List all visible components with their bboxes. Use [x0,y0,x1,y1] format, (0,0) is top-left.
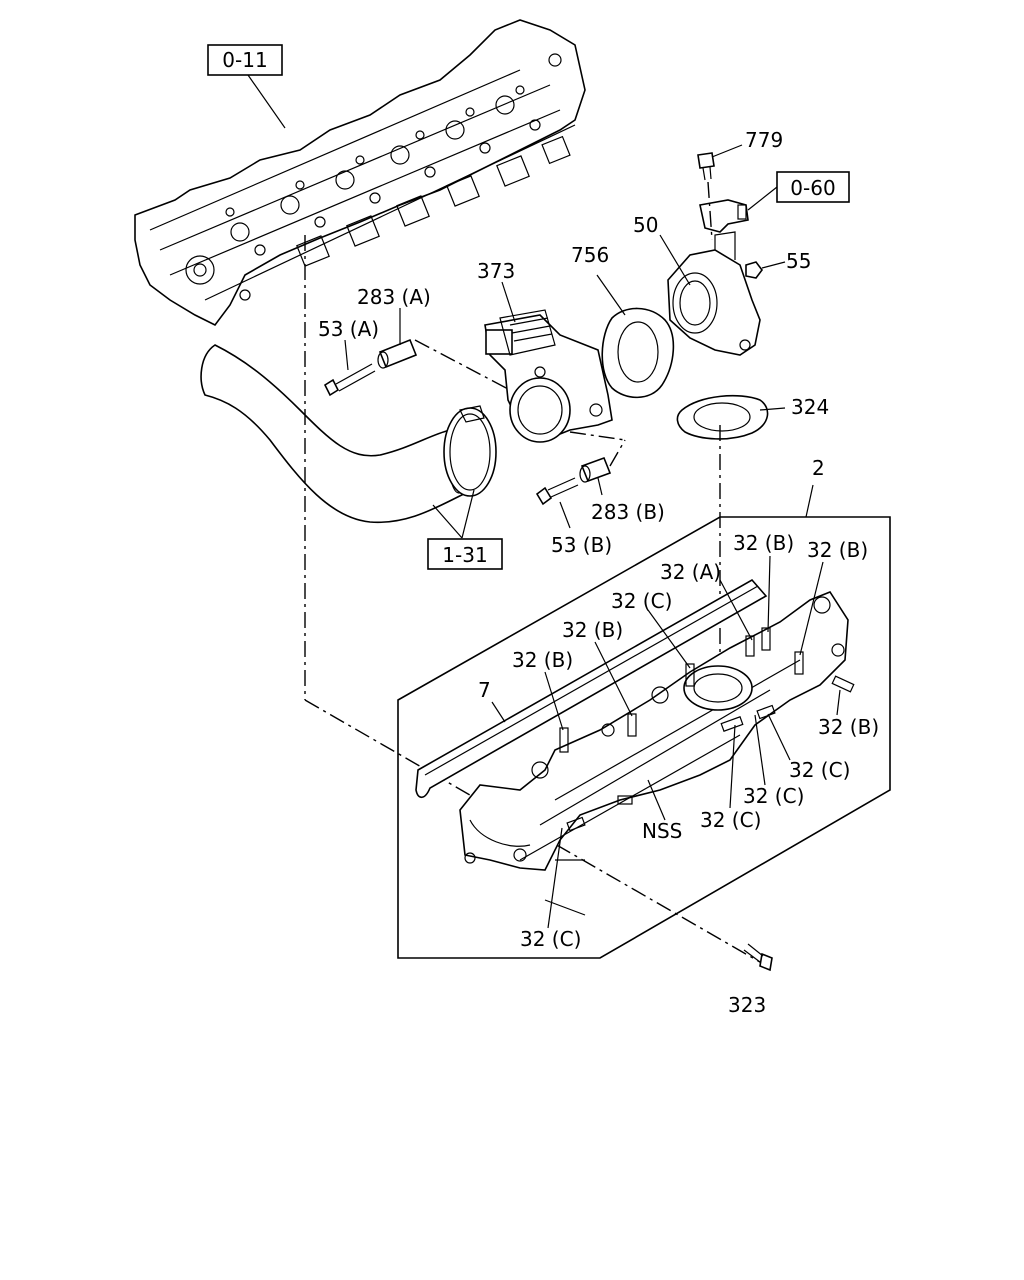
label-50: 50 [633,213,658,237]
flange-50 [667,231,761,356]
gasket-7 [415,578,768,799]
intake-manifold [459,591,849,871]
centerline-283a [414,339,511,391]
cylinder-head [134,19,586,327]
label-2: 2 [812,456,825,480]
label-323: 323 [728,993,766,1017]
label-32b-2: 32 (B) [807,538,868,562]
bolt-53a [323,363,376,397]
assembly-frame [397,484,891,959]
label-32c-4: 32 (C) [700,808,761,832]
bolt-323 [743,943,773,972]
label-756: 756 [571,243,609,267]
studs [559,627,855,832]
ref-box-1-31: 1-31 [427,489,503,570]
label-53b: 53 (B) [551,533,612,557]
label-283a: 283 (A) [357,285,431,309]
bolt-53b [535,477,579,506]
collar-283a [377,338,418,369]
gasket-324 [676,394,769,440]
bolt-779 [697,152,715,181]
ref-box-0-60: 0-60 [747,171,850,211]
label-53a: 53 (A) [318,317,379,341]
label-324: 324 [791,395,829,419]
hose-clamp [443,405,497,497]
ref-0-60-label: 0-60 [790,176,835,200]
label-32c-3: 32 (C) [743,784,804,808]
label-55: 55 [786,249,811,273]
gasket-756 [601,307,675,399]
ref-1-31-label: 1-31 [442,543,487,567]
centerline-283b-2 [569,431,626,441]
label-32c-5: 32 (C) [520,927,581,951]
intake-hose [200,344,470,524]
leader-lines [344,144,841,929]
centerline-779 [707,181,713,241]
label-7: 7 [478,678,491,702]
ref-0-11-label: 0-11 [222,48,267,72]
label-32a: 32 (A) [660,560,721,584]
label-32b-3: 32 (B) [562,618,623,642]
throttle-body [484,309,613,443]
label-32c-2: 32 (C) [789,758,850,782]
label-779: 779 [745,128,783,152]
sensor [699,199,749,233]
label-283b: 283 (B) [591,500,665,524]
centerline-283b [609,439,626,467]
label-32c-1: 32 (C) [611,589,672,613]
label-373: 373 [477,259,515,283]
ref-box-0-11: 0-11 [207,44,286,129]
nut-55 [745,261,763,279]
label-32b-1: 32 (B) [733,531,794,555]
label-nss: NSS [642,819,682,843]
part-labels: 779 50 55 756 373 283 (A) 53 (A) 324 2 2… [318,128,879,1017]
label-32b-5: 32 (B) [818,715,879,739]
label-32b-4: 32 (B) [512,648,573,672]
collar-283b [579,456,612,483]
